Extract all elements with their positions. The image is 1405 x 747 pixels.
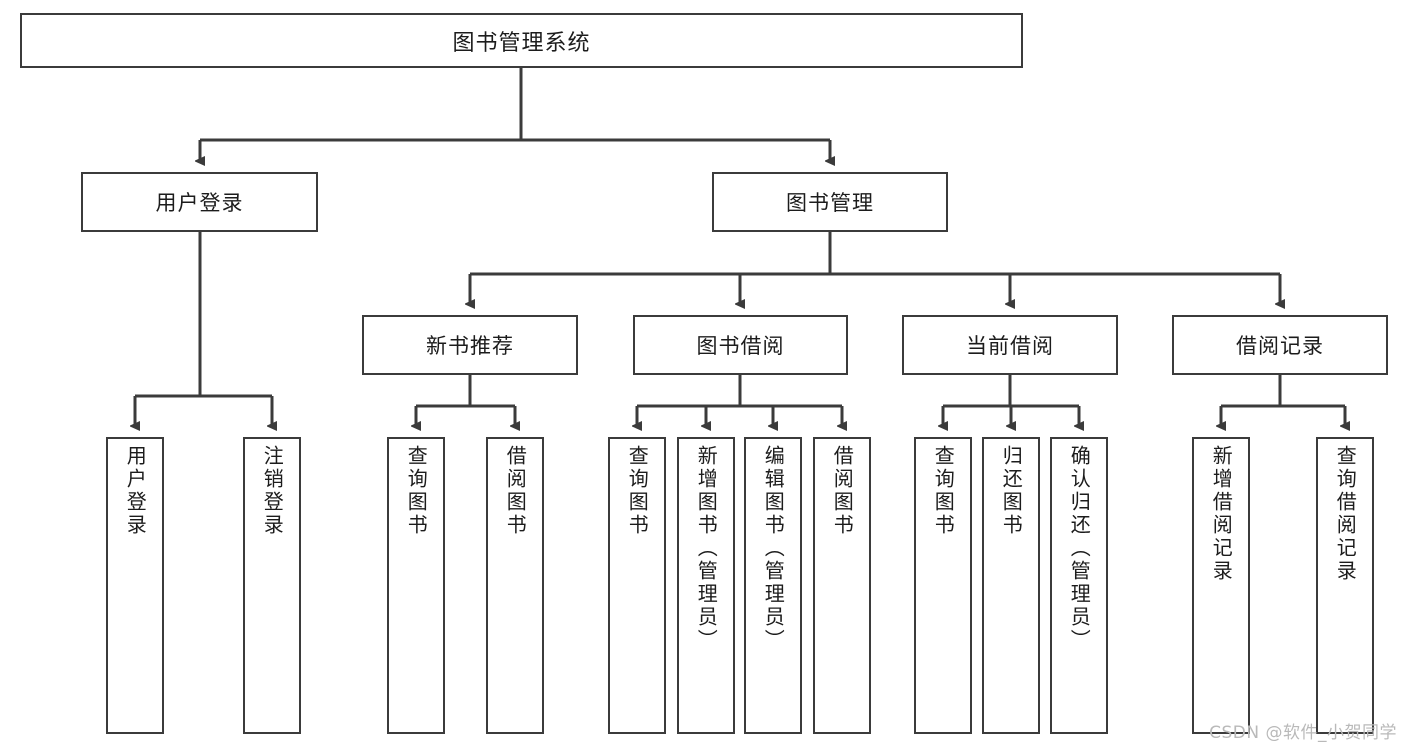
node-leaf-add-book-label: 新增图书（管理员） (694, 445, 719, 652)
node-leaf-borrow-book-1-label: 借阅图书 (503, 445, 528, 537)
node-leaf-borrow-book-1[interactable]: 借阅图书 (486, 437, 544, 734)
node-user-login[interactable]: 用户登录 (81, 172, 318, 232)
node-leaf-query-book-1-label: 查询图书 (404, 445, 429, 537)
node-root-label: 图书管理系统 (452, 30, 591, 56)
node-leaf-return-book-label: 归还图书 (999, 445, 1024, 537)
node-book-management[interactable]: 图书管理 (712, 172, 948, 232)
node-leaf-query-book-2-label: 查询图书 (625, 445, 650, 537)
node-leaf-borrow-book-2-label: 借阅图书 (830, 445, 855, 537)
node-leaf-confirm-return[interactable]: 确认归还（管理员） (1050, 437, 1108, 734)
node-book-borrow[interactable]: 图书借阅 (633, 315, 848, 375)
node-leaf-add-record[interactable]: 新增借阅记录 (1192, 437, 1250, 734)
node-leaf-edit-book[interactable]: 编辑图书（管理员） (744, 437, 802, 734)
node-leaf-query-record-label: 查询借阅记录 (1333, 445, 1358, 583)
node-borrow-records-label: 借阅记录 (1236, 334, 1324, 358)
node-leaf-user-login-label: 用户登录 (123, 445, 148, 537)
node-leaf-query-book-2[interactable]: 查询图书 (608, 437, 666, 734)
node-leaf-return-book[interactable]: 归还图书 (982, 437, 1040, 734)
node-book-management-label: 图书管理 (786, 191, 874, 215)
node-root[interactable]: 图书管理系统 (20, 13, 1023, 68)
node-leaf-edit-book-label: 编辑图书（管理员） (761, 445, 786, 652)
node-current-borrow-label: 当前借阅 (966, 334, 1054, 358)
node-leaf-borrow-book-2[interactable]: 借阅图书 (813, 437, 871, 734)
node-leaf-confirm-return-label: 确认归还（管理员） (1067, 445, 1092, 652)
node-leaf-query-record[interactable]: 查询借阅记录 (1316, 437, 1374, 734)
node-leaf-logout[interactable]: 注销登录 (243, 437, 301, 734)
node-leaf-add-book[interactable]: 新增图书（管理员） (677, 437, 735, 734)
node-leaf-query-book-1[interactable]: 查询图书 (387, 437, 445, 734)
node-new-book-recommend-label: 新书推荐 (426, 334, 514, 358)
node-new-book-recommend[interactable]: 新书推荐 (362, 315, 578, 375)
node-leaf-query-book-3-label: 查询图书 (931, 445, 956, 537)
node-leaf-query-book-3[interactable]: 查询图书 (914, 437, 972, 734)
node-leaf-user-login[interactable]: 用户登录 (106, 437, 164, 734)
node-leaf-add-record-label: 新增借阅记录 (1209, 445, 1234, 583)
node-user-login-label: 用户登录 (155, 191, 244, 215)
node-book-borrow-label: 图书借阅 (696, 334, 785, 358)
node-leaf-logout-label: 注销登录 (260, 445, 285, 537)
node-borrow-records[interactable]: 借阅记录 (1172, 315, 1388, 375)
node-current-borrow[interactable]: 当前借阅 (902, 315, 1118, 375)
